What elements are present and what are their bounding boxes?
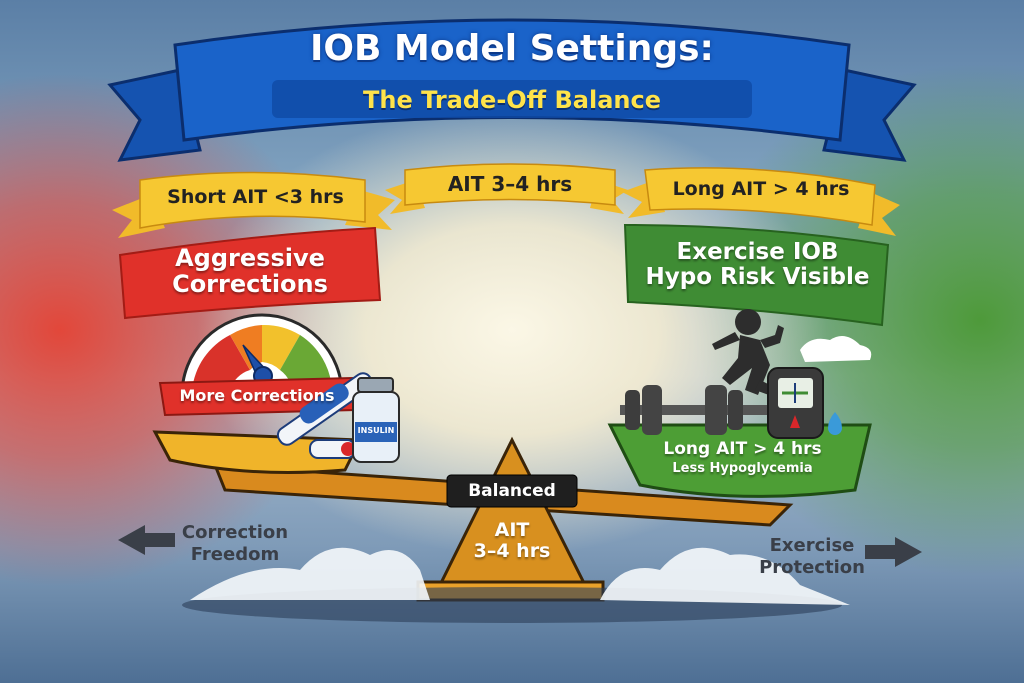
effect-line-1: Aggressive bbox=[175, 244, 325, 272]
fulcrum-line-2: 3–4 hrs bbox=[473, 539, 551, 562]
label-mid-ait: AIT 3–4 hrs bbox=[447, 172, 573, 196]
ribbon-mid-ait bbox=[385, 163, 628, 214]
axis-left-line-1: Correction bbox=[181, 522, 289, 543]
ribbon-short-ait bbox=[112, 171, 395, 238]
label-short-ait: Short AIT <3 hrs bbox=[167, 186, 344, 208]
effect-line-2: Hypo Risk Visible bbox=[645, 264, 870, 291]
fulcrum-label: AIT 3–4 hrs bbox=[460, 520, 564, 562]
effect-line-2: Corrections bbox=[172, 270, 328, 299]
aggressive-corrections-label: Aggressive Corrections bbox=[125, 245, 375, 298]
ribbon-long-ait bbox=[622, 167, 900, 236]
page-title: IOB Model Settings: bbox=[310, 28, 714, 69]
arrow-left-icon bbox=[118, 525, 175, 555]
drop-icon bbox=[828, 412, 842, 435]
gauge-icon bbox=[180, 313, 344, 397]
aggressive-corrections-panel bbox=[118, 226, 382, 320]
axis-left-line-2: Freedom bbox=[190, 543, 280, 565]
dumbbell-icon bbox=[620, 385, 790, 435]
page-subtitle: The Trade-Off Balance bbox=[363, 86, 661, 114]
insulin-pen-icon bbox=[276, 372, 374, 459]
vial-label: INSULIN bbox=[357, 426, 395, 435]
right-pan-label: Long AIT > 4 hrs Less Hypoglycemia bbox=[625, 440, 860, 476]
insulin-vial-icon bbox=[352, 377, 400, 463]
right-pan-line-1: Long AIT > 4 hrs bbox=[663, 439, 822, 459]
left-pan bbox=[152, 430, 363, 474]
arrow-right-icon bbox=[865, 537, 922, 567]
label-long-ait: Long AIT > 4 hrs bbox=[672, 178, 850, 200]
axis-right-line-1: Exercise bbox=[769, 535, 855, 556]
axis-right-line-2: Protection bbox=[759, 556, 865, 578]
exercise-iob-panel bbox=[623, 223, 890, 327]
exercise-iob-label: Exercise IOB Hypo Risk Visible bbox=[630, 239, 885, 291]
balanced-badge-bg bbox=[446, 474, 578, 508]
cloud-left bbox=[190, 547, 430, 600]
effect-line-1: Exercise IOB bbox=[676, 239, 839, 265]
fulcrum-line-1: AIT bbox=[494, 519, 530, 541]
right-pan bbox=[607, 423, 872, 498]
balanced-badge: Balanced bbox=[468, 481, 556, 501]
exercise-protection-label: Exercise Protection bbox=[752, 535, 872, 578]
cloud-small bbox=[800, 336, 872, 362]
glucose-meter-icon bbox=[767, 367, 824, 439]
more-corrections-label: More Corrections bbox=[179, 386, 335, 405]
correction-freedom-label: Correction Freedom bbox=[175, 522, 295, 565]
cloud-right bbox=[600, 547, 850, 605]
right-pan-line-2: Less Hypoglycemia bbox=[672, 460, 813, 476]
